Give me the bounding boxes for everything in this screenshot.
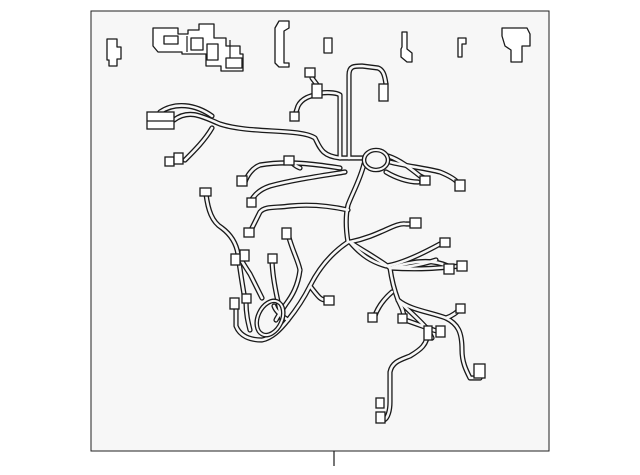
connector-10 xyxy=(243,227,255,238)
main-connector xyxy=(146,111,175,130)
connector-27 xyxy=(423,325,433,341)
loose-parts-row xyxy=(106,20,531,72)
connector-8 xyxy=(246,197,257,208)
fuse-block-bracket-part xyxy=(152,23,244,72)
wire-30 xyxy=(274,268,302,322)
connector-14 xyxy=(230,253,241,266)
connector-1 xyxy=(311,83,323,99)
connector-15 xyxy=(229,297,240,310)
connector-3 xyxy=(289,111,300,122)
diagram-frame xyxy=(90,10,550,452)
connector-11 xyxy=(281,227,292,240)
connector-22 xyxy=(443,263,455,275)
harness-loop-rings xyxy=(254,147,391,338)
connector-17 xyxy=(323,295,335,306)
connector-21 xyxy=(439,237,451,248)
wire-14 xyxy=(384,170,420,184)
retainer-clip-part xyxy=(274,20,290,68)
wire-33 xyxy=(204,192,248,304)
wire-9 xyxy=(248,170,347,204)
wire-0 xyxy=(172,113,366,160)
wire-35 xyxy=(244,300,252,332)
connector-24 xyxy=(455,303,466,314)
connector-13 xyxy=(239,249,250,262)
connector-23 xyxy=(456,260,468,272)
connector-12 xyxy=(267,253,278,264)
harness-wires xyxy=(158,64,482,422)
wire-3 xyxy=(347,64,388,160)
wire-32 xyxy=(270,256,284,322)
connector-29 xyxy=(473,363,486,379)
connector-30 xyxy=(375,397,385,409)
connector-6 xyxy=(283,155,295,166)
connector-7 xyxy=(236,175,248,187)
connector-20 xyxy=(409,217,422,229)
connector-4 xyxy=(164,156,175,167)
wire-26 xyxy=(382,328,430,422)
small-connector-part xyxy=(323,37,333,54)
connector-19 xyxy=(454,179,466,192)
connector-5 xyxy=(173,152,184,165)
connector-2 xyxy=(378,83,389,102)
connector-28 xyxy=(435,325,446,338)
connector-31 xyxy=(375,411,386,424)
harness-connectors xyxy=(164,67,486,424)
hook-clip-part xyxy=(457,37,467,58)
connector-26 xyxy=(397,313,408,324)
wire-1 xyxy=(158,104,214,118)
wire-17 xyxy=(348,240,442,268)
connector-9 xyxy=(199,187,212,197)
connector-0 xyxy=(304,67,316,78)
wire-2 xyxy=(183,126,214,162)
wire-8 xyxy=(243,161,342,184)
connector-25 xyxy=(367,312,378,323)
mounting-bracket-part xyxy=(501,27,531,63)
wire-10 xyxy=(248,203,350,234)
connector-clip-part xyxy=(106,38,122,67)
connector-18 xyxy=(419,175,431,186)
wire-7 xyxy=(344,162,366,244)
bent-bracket-part xyxy=(400,31,413,63)
connector-16 xyxy=(241,293,252,304)
wire-16 xyxy=(348,222,416,244)
